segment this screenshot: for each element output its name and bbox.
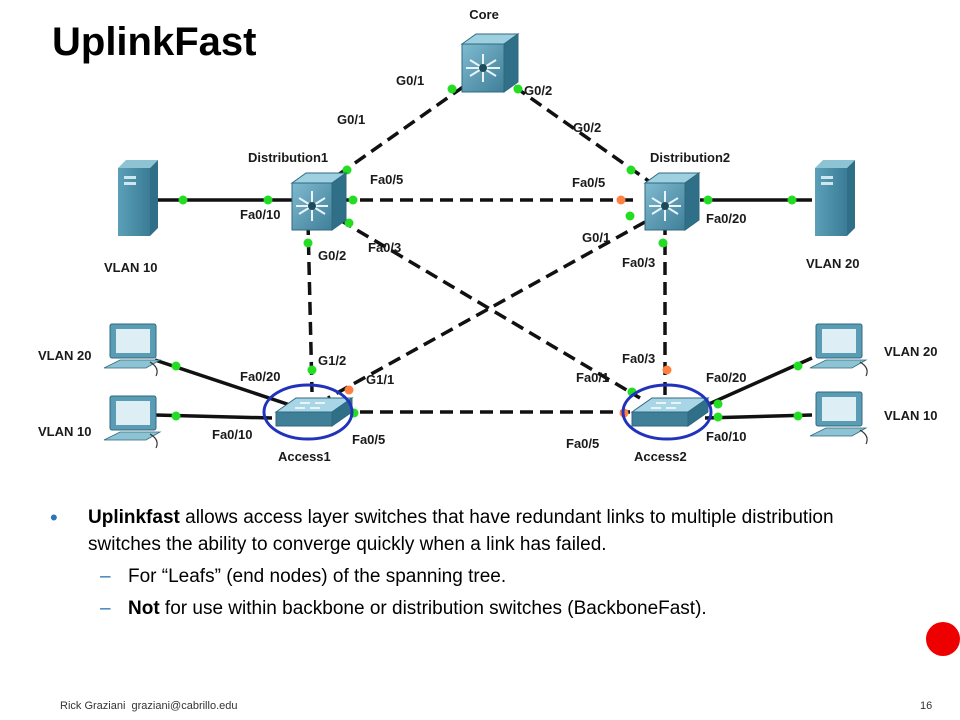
core-label: Core (469, 7, 499, 22)
port-label: G0/2 (318, 248, 346, 263)
port-label: G1/2 (318, 353, 346, 368)
pc-left-bottom-icon (103, 395, 162, 449)
distribution1-label: Distribution1 (248, 150, 328, 165)
pc-right-bottom-icon (809, 391, 868, 445)
pc-right-top-vlan-label: VLAN 20 (884, 344, 937, 359)
port-dot-up (626, 165, 636, 175)
port-label: Fa0/3 (622, 351, 655, 366)
port-label: Fa0/5 (352, 432, 385, 447)
red-circle-icon (926, 622, 960, 656)
access1-label: Access1 (278, 449, 331, 464)
bullet-main-text: allows access layer switches that have r… (88, 507, 834, 555)
server-right-icon (815, 160, 855, 236)
bullet-sub-1-text: For “Leafs” (end nodes) of the spanning … (128, 566, 507, 587)
footer-email: graziani@cabrillo.edu (131, 700, 238, 712)
port-label: Fa0/10 (212, 427, 252, 442)
port-dot-up (713, 399, 723, 409)
port-label: Fa0/5 (566, 436, 599, 451)
port-label: Fa0/20 (706, 211, 746, 226)
port-dot-up (703, 195, 713, 205)
bullet-sub-2-bold: Not (128, 598, 160, 619)
port-dot-up (344, 218, 354, 228)
port-label: G0/1 (396, 73, 424, 88)
link-core-d1 (326, 73, 482, 184)
bullet-main-bold: Uplinkfast (88, 507, 180, 528)
dash-icon: – (100, 566, 111, 587)
port-label: Fa0/5 (370, 172, 403, 187)
port-dot-up (513, 84, 523, 94)
port-label: Fa0/3 (622, 255, 655, 270)
uplinkfast-highlight-access1 (262, 383, 354, 441)
port-dot-up (307, 365, 317, 375)
core-switch (460, 33, 520, 93)
server-right-vlan-label: VLAN 20 (806, 256, 859, 271)
dash-icon: – (100, 598, 111, 619)
distribution2-switch (643, 172, 701, 231)
bullet-dot-icon: • (50, 505, 58, 530)
bullet-sub-2-text: for use within backbone or distribution … (159, 598, 707, 619)
pc-right-bottom-vlan-label: VLAN 10 (884, 408, 937, 423)
port-dot-up (787, 195, 797, 205)
port-dot-blocked (344, 385, 354, 395)
distribution1-switch (290, 172, 348, 231)
port-dot-up (348, 195, 358, 205)
port-label: G1/1 (366, 372, 394, 387)
link-d1-a2 (339, 218, 641, 400)
port-label: Fa0/20 (706, 370, 746, 385)
server-left-vlan-label: VLAN 10 (104, 260, 157, 275)
footer-author: Rick Graziani (60, 700, 126, 712)
access1-switch (274, 397, 354, 427)
access2-switch (630, 397, 710, 427)
port-dot-up (171, 411, 181, 421)
pc-right-top-icon (809, 323, 868, 377)
links-dashed (306, 73, 667, 414)
port-label: G0/2 (573, 120, 601, 135)
bullet-main: • Uplinkfast allows access layer switche… (50, 504, 888, 558)
pc-left-top-icon (103, 323, 162, 377)
bullet-sub-1: – For “Leafs” (end nodes) of the spannin… (88, 563, 888, 590)
port-dot-up (263, 195, 273, 205)
pc-left-top-vlan-label: VLAN 20 (38, 348, 91, 363)
port-label: Fa0/10 (706, 429, 746, 444)
port-label: Fa0/10 (240, 207, 280, 222)
port-label: G0/1 (337, 112, 365, 127)
port-dot-blocked (616, 195, 626, 205)
link-core-d2 (496, 73, 652, 184)
uplinkfast-highlight-access2 (621, 383, 713, 441)
distribution2-label: Distribution2 (650, 150, 730, 165)
port-dot-up (171, 361, 181, 371)
links-solid (154, 198, 813, 420)
port-dot-up (658, 238, 668, 248)
pc-left-bottom-vlan-label: VLAN 10 (38, 424, 91, 439)
server-left-icon (118, 160, 158, 236)
port-label: G0/1 (582, 230, 610, 245)
port-label: Fa0/5 (572, 175, 605, 190)
access2-label: Access2 (634, 449, 687, 464)
bullet-list: • Uplinkfast allows access layer switche… (50, 504, 888, 622)
port-label: Fa0/20 (240, 369, 280, 384)
footer: Rick Graziani graziani@cabrillo.edu (60, 700, 237, 712)
port-dot-up (342, 165, 352, 175)
port-dot-up (713, 412, 723, 422)
port-dot-up (303, 238, 313, 248)
port-label: Fa0/1 (576, 370, 609, 385)
port-dot-up (793, 361, 803, 371)
slide-title: UplinkFast (52, 20, 257, 64)
link-d1-a1 (306, 221, 314, 393)
port-dot-up (447, 84, 457, 94)
link-d2-a1 (327, 220, 646, 400)
port-label: Fa0/3 (368, 240, 401, 255)
port-dot-up (178, 195, 188, 205)
port-dot-up (793, 411, 803, 421)
page-number: 16 (920, 700, 933, 712)
network-topology-diagram: Core Distribution1 Distribution2 Access1… (38, 7, 937, 464)
port-label: G0/2 (524, 83, 552, 98)
port-dot-blocked (662, 365, 672, 375)
port-dot-up (625, 211, 635, 221)
bullet-sub-2: – Not for use within backbone or distrib… (88, 595, 888, 622)
